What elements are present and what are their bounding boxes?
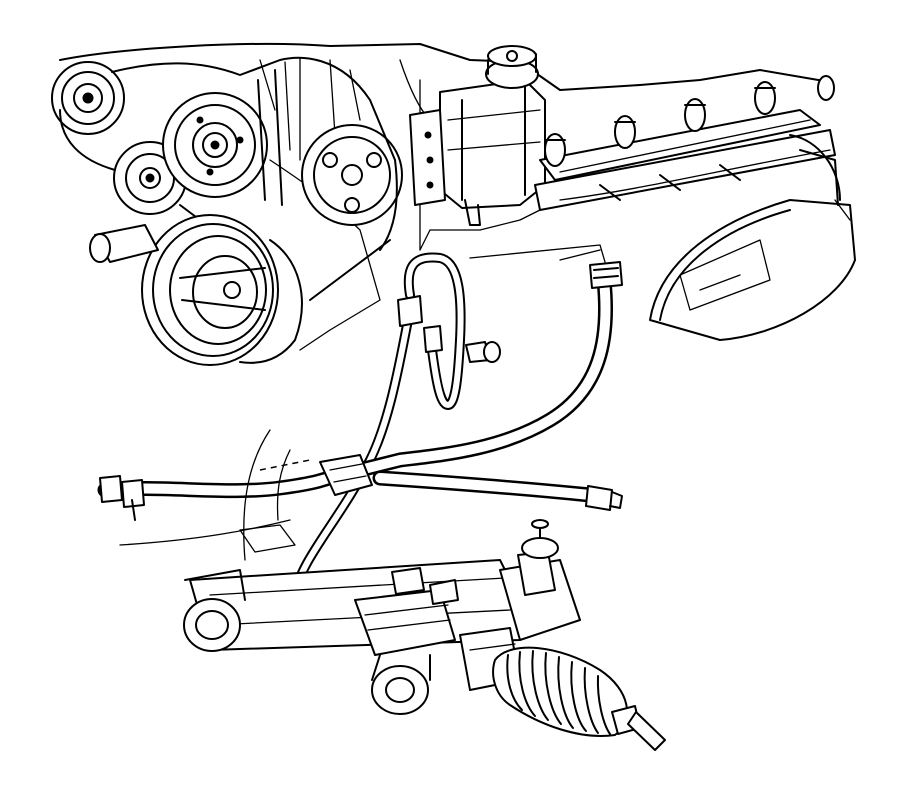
- drive-belt: [59, 56, 398, 301]
- injector: [754, 81, 776, 115]
- injector: [614, 115, 636, 149]
- fuel-rail: [534, 109, 836, 211]
- crankshaft-pulley: [141, 214, 303, 366]
- power-steering-reservoir: [439, 45, 546, 226]
- flywheel: [649, 134, 856, 341]
- steering-gear: [183, 519, 581, 715]
- pressure-hose: [290, 252, 501, 612]
- injector: [817, 75, 835, 101]
- cooler-line-right: [372, 470, 623, 511]
- steering-boot: [492, 646, 628, 737]
- return-hose: [352, 261, 623, 478]
- cooler-line-left: [97, 462, 353, 521]
- water-outlet: [89, 224, 159, 263]
- fuel-injectors: [544, 75, 835, 167]
- tie-rod: [611, 705, 666, 751]
- crossmember-outline: [119, 429, 311, 561]
- idler-pulley-top: [51, 61, 125, 135]
- injector: [684, 98, 706, 132]
- water-pump-pulley: [162, 92, 268, 198]
- power-steering-pump-pulley: [301, 124, 403, 226]
- reservoir-bracket: [409, 109, 446, 206]
- injector: [544, 133, 566, 167]
- line-clamp: [319, 454, 373, 496]
